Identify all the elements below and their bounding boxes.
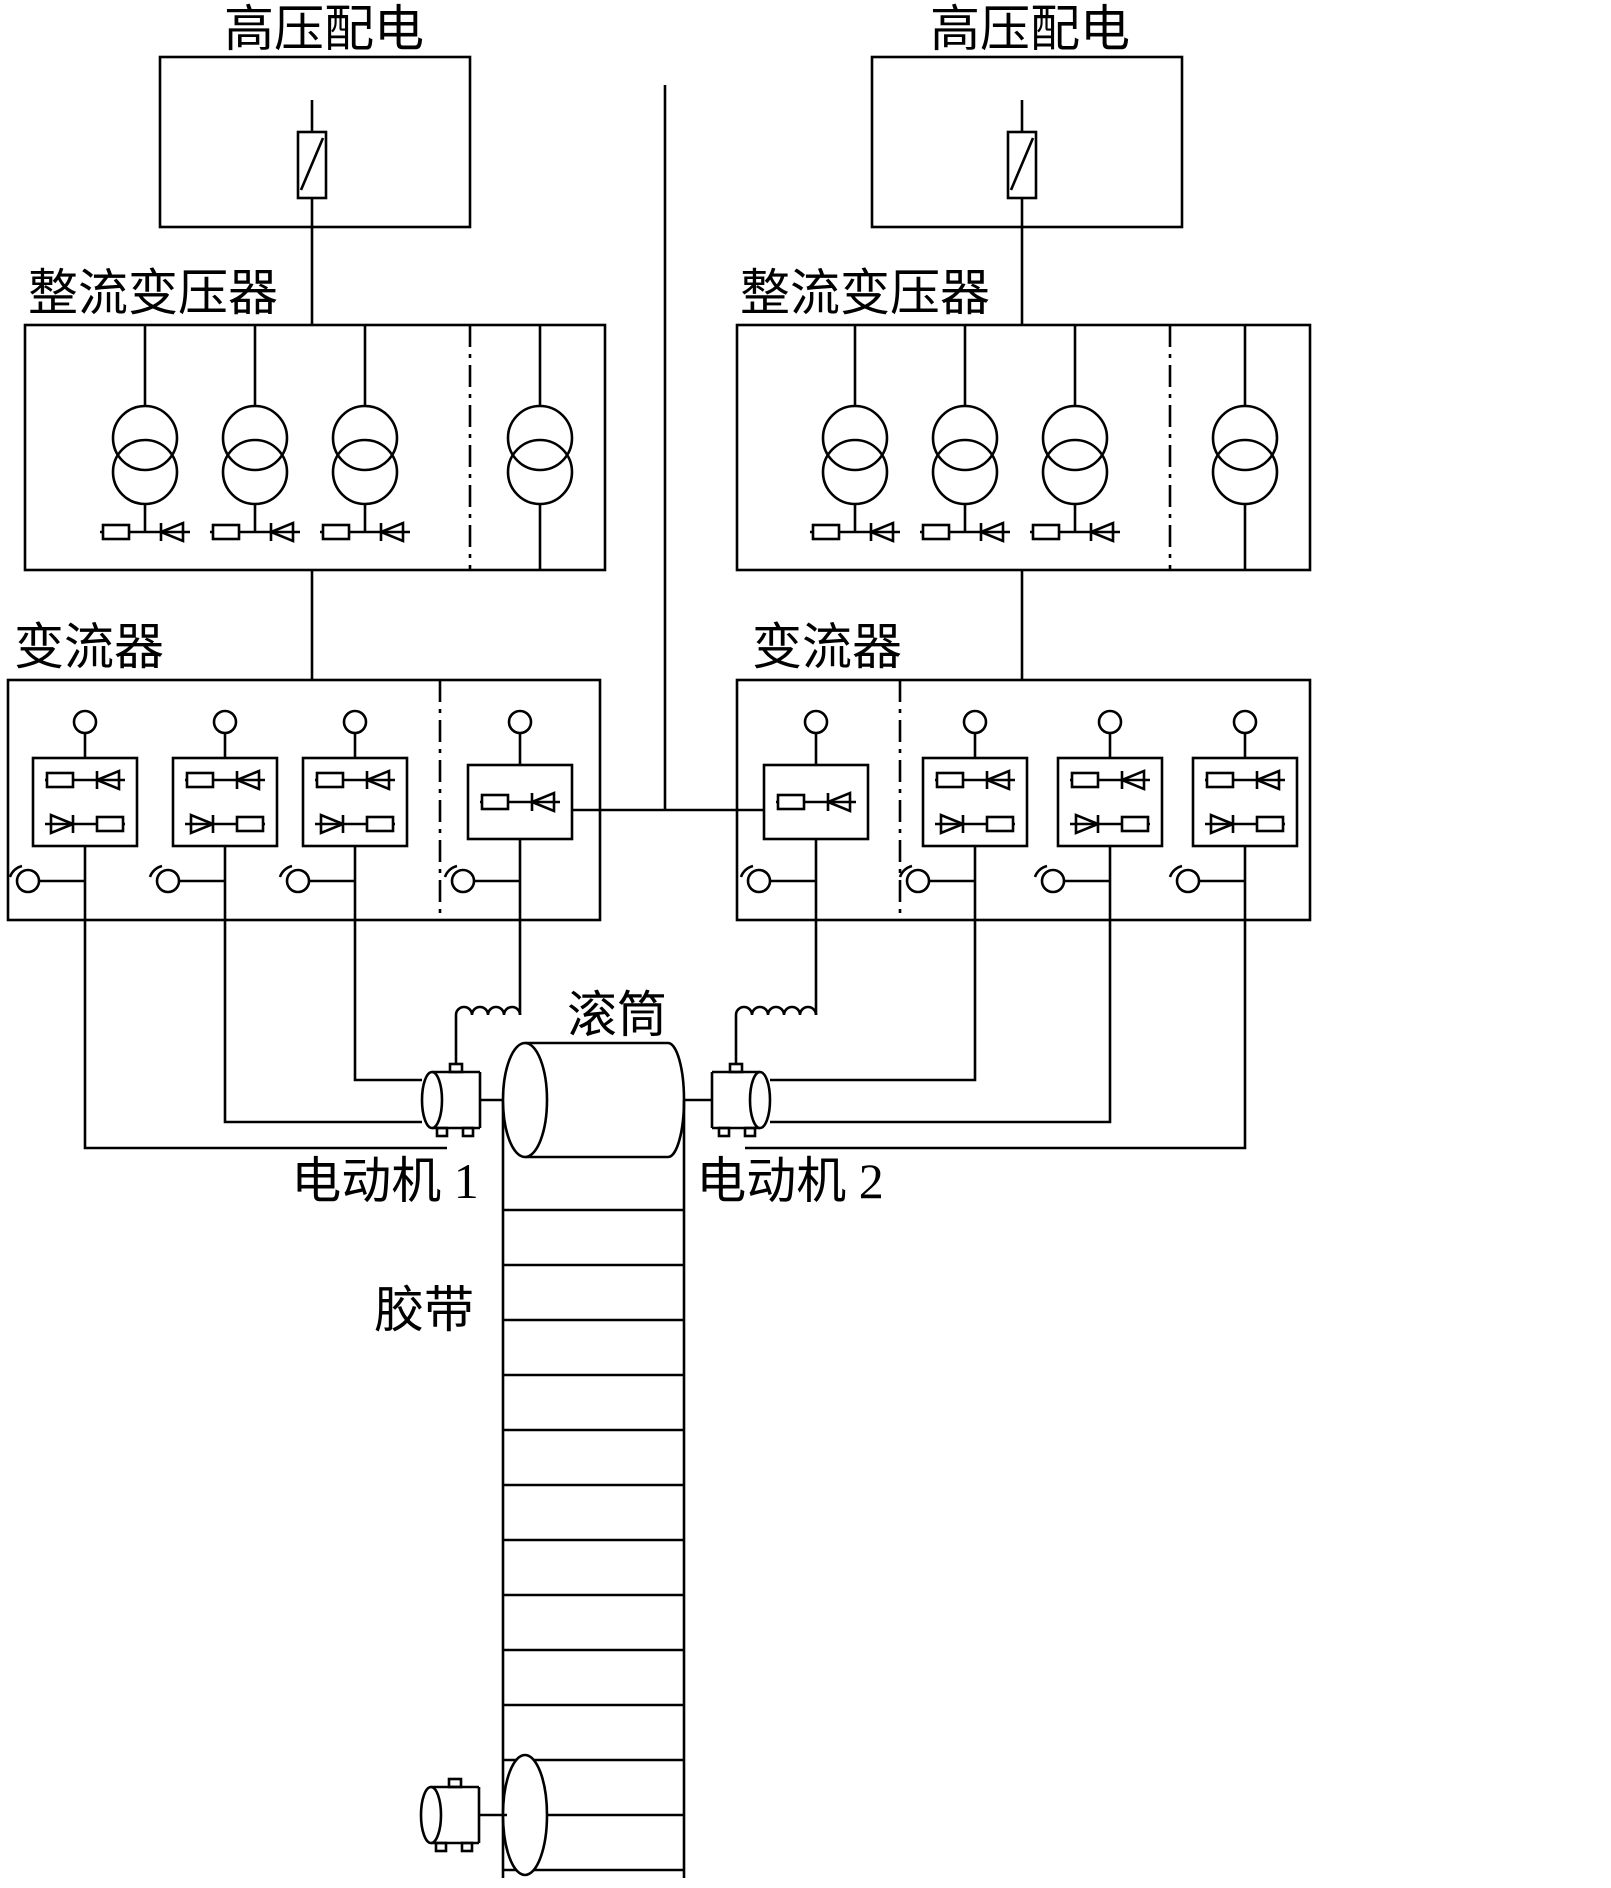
label-hv-right: 高压配电 [930,1,1130,57]
feed-line [223,920,422,1124]
converter-unit [148,709,279,922]
hv-box-left [158,55,472,229]
converter-box-right [735,678,1312,922]
rectifier-transformer-right [735,323,1312,680]
inductor-coil-icon [454,1005,522,1016]
feed-line [353,920,422,1082]
drum-left-face [501,1041,549,1159]
thyristor-branch-icon [98,502,192,543]
transformer-unit [506,323,574,506]
excitation-unit [739,709,870,922]
motor1-icon [420,1062,510,1138]
converter-left [6,678,602,922]
inductor-coil-icon [734,1005,818,1016]
converter-unit [1168,709,1299,922]
thyristor-branch-icon [318,502,412,543]
tail-motor-icon [419,1777,509,1853]
label-belt: 胶带 [374,1282,474,1338]
transformer-box-right [735,323,1312,572]
tail-drum [501,1753,549,1877]
label-converter-right: 变流器 [752,619,902,675]
transformer-unit [1041,323,1109,506]
transformer-unit [331,323,399,506]
hv-box-right [870,55,1184,229]
converter-unit [1033,709,1164,922]
label-motor2: 电动机 2 [696,1153,884,1209]
label-drum: 滚筒 [567,987,667,1043]
drum-right-face [667,1041,686,1159]
head-drum [525,1041,686,1159]
thyristor-branch-icon [808,502,902,543]
excitation-unit [443,709,574,922]
converter-unit [898,709,1029,922]
belt-assembly [501,1100,686,1878]
transformer-unit [111,323,179,506]
label-converter-left: 变流器 [14,619,164,675]
feed-line [770,920,977,1082]
feed-line [83,920,447,1150]
motor2-icon [682,1062,772,1138]
label-rectifier-transformer-left: 整流变压器 [28,265,278,321]
thyristor-branch-icon [208,502,302,543]
converter-unit [8,709,139,922]
label-rectifier-transformer-right: 整流变压器 [740,265,990,321]
belt-rungs [503,1208,684,1872]
hv-switch-icon [1006,98,1038,200]
transformer-unit [931,323,999,506]
motor2-feed-lines [734,920,1247,1150]
hv-distribution-right [870,55,1184,325]
motor1-feed-lines [83,920,522,1150]
transformer-unit [821,323,889,506]
converter-unit [278,709,409,922]
feed-line [770,920,1112,1124]
feed-line [745,920,1247,1150]
label-motor1: 电动机 1 [291,1153,479,1209]
transformer-unit [221,323,289,506]
rectifier-transformer-left [23,323,607,680]
converter-box-left [6,678,602,922]
thyristor-branch-icon [918,502,1012,543]
label-hv-left: 高压配电 [224,1,424,57]
converter-right [735,678,1312,922]
transformer-unit [1211,323,1279,506]
hv-distribution-left [158,55,472,325]
hv-switch-icon [296,98,328,200]
thyristor-branch-icon [1028,502,1122,543]
transformer-box-left [23,323,607,572]
